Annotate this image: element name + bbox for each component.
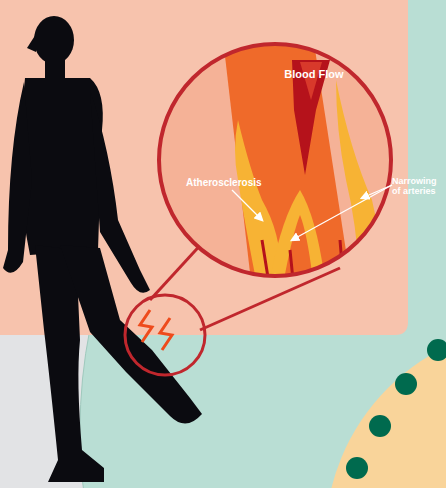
- atherosclerosis-label: Atherosclerosis: [186, 177, 276, 189]
- flow-label: Blood Flow: [284, 68, 344, 81]
- pain-circle: [125, 295, 205, 375]
- yellow-backdrop: [325, 325, 446, 488]
- magnified-artery: [159, 30, 391, 290]
- leader-lines: [232, 185, 392, 240]
- narrowing-label: Narrowing of arteries: [392, 176, 446, 197]
- walking-silhouette: [3, 16, 202, 482]
- green-dots: [346, 339, 446, 479]
- pain-bolts: [140, 310, 172, 350]
